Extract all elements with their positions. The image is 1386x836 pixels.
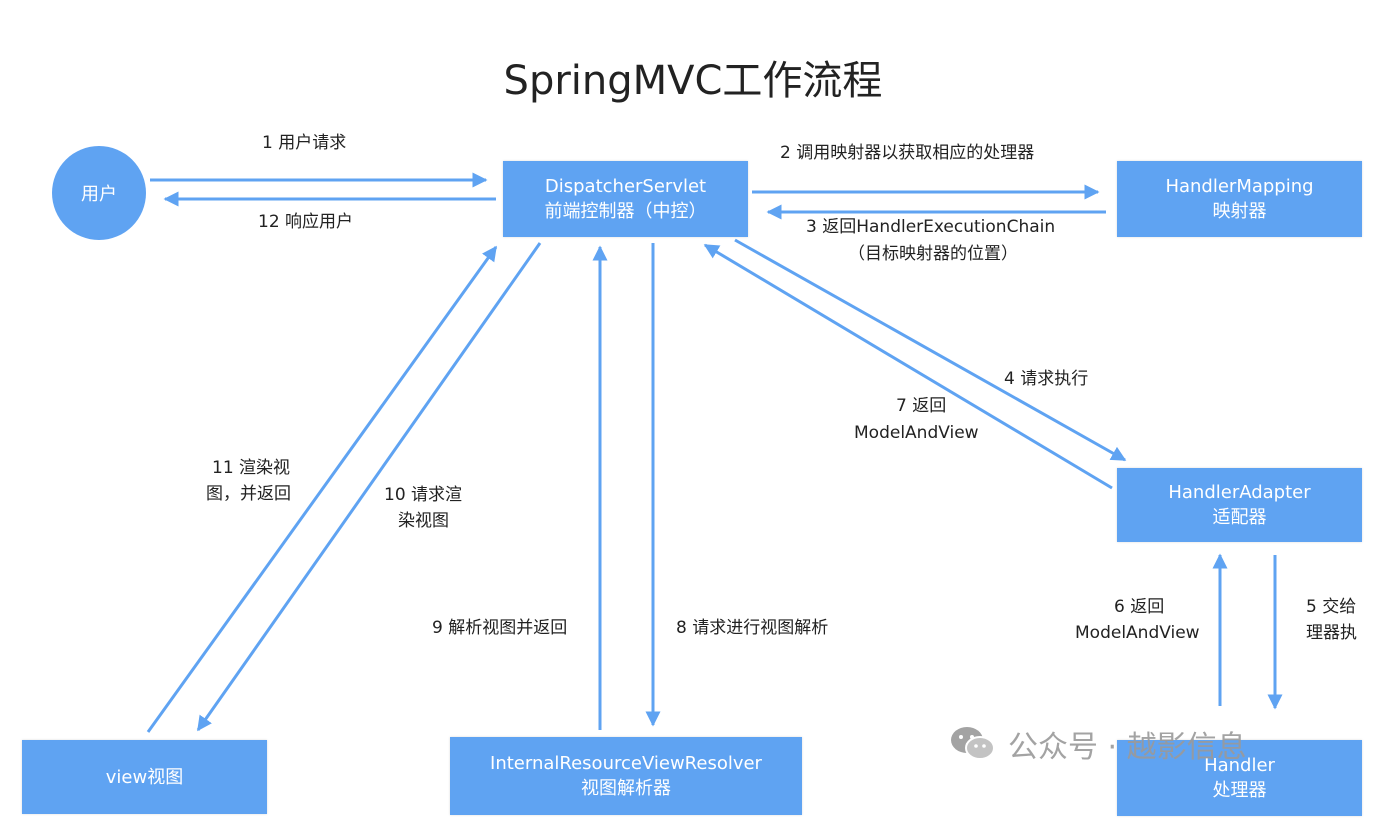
edge-label-7a: 7 返回 [896,396,947,416]
edge-label-5a: 5 交给 [1306,597,1357,617]
edge-label-8: 8 请求进行视图解析 [676,618,829,638]
watermark: 公众号 · 越影信息 [950,722,1247,766]
edge-label-11a: 11 渲染视 [212,458,291,478]
node-handler-adapter: HandlerAdapter 适配器 [1117,468,1362,542]
edge-label-12: 12 响应用户 [258,212,354,232]
node-handler-mapping-desc: 映射器 [1212,201,1267,222]
arrow-10-request-render [196,242,542,732]
node-handler-adapter-desc: 适配器 [1212,507,1267,528]
node-dispatcher-name: DispatcherServlet [544,176,707,197]
node-dispatcher-servlet: DispatcherServlet 前端控制器（中控） [503,161,748,237]
edge-label-4: 4 请求执行 [1004,369,1089,389]
node-handler-desc: 处理器 [1212,780,1267,801]
node-view: view视图 [22,740,267,814]
node-handler-mapping: HandlerMapping 映射器 [1117,161,1362,237]
node-view-name: view视图 [105,766,184,788]
watermark-text: 公众号 · 越影信息 [1008,730,1247,765]
edge-label-3a: 3 返回HandlerExecutionChain [806,217,1056,237]
node-handler-name: Handler [1204,755,1275,776]
diagram-title: SpringMVC工作流程 [503,58,883,104]
edge-label-1: 1 用户请求 [262,133,347,153]
edge-label-2: 2 调用映射器以获取相应的处理器 [780,143,1035,163]
node-user-label: 用户 [81,184,117,205]
edge-label-7b: ModelAndView [854,423,979,443]
node-dispatcher-desc: 前端控制器（中控） [544,201,707,222]
arrow-11-render-return [146,245,498,733]
edge-label-3b: （目标映射器的位置） [848,244,1018,264]
edge-label-10a: 10 请求渲 [384,485,463,505]
edge-label-5b: 理器执 [1306,623,1357,643]
edge-label-9: 9 解析视图并返回 [432,618,568,638]
arrow-7-return-mav [703,243,1113,490]
wechat-icon [950,725,996,763]
node-view-resolver-name: InternalResourceViewResolver [490,753,762,774]
node-handler-mapping-name: HandlerMapping [1165,176,1314,197]
arrow-4-request-execute [734,238,1127,462]
edge-label-11b: 图，并返回 [206,484,291,504]
edge-label-10b: 染视图 [398,511,449,531]
edge-label-6a: 6 返回 [1114,597,1165,617]
node-view-resolver-desc: 视图解析器 [581,778,671,799]
node-handler-adapter-name: HandlerAdapter [1168,482,1311,503]
node-view-resolver: InternalResourceViewResolver 视图解析器 [450,737,802,815]
edge-label-6b: ModelAndView [1075,623,1200,643]
node-user: 用户 [52,146,146,240]
node-handler: Handler 处理器 [1117,740,1362,816]
